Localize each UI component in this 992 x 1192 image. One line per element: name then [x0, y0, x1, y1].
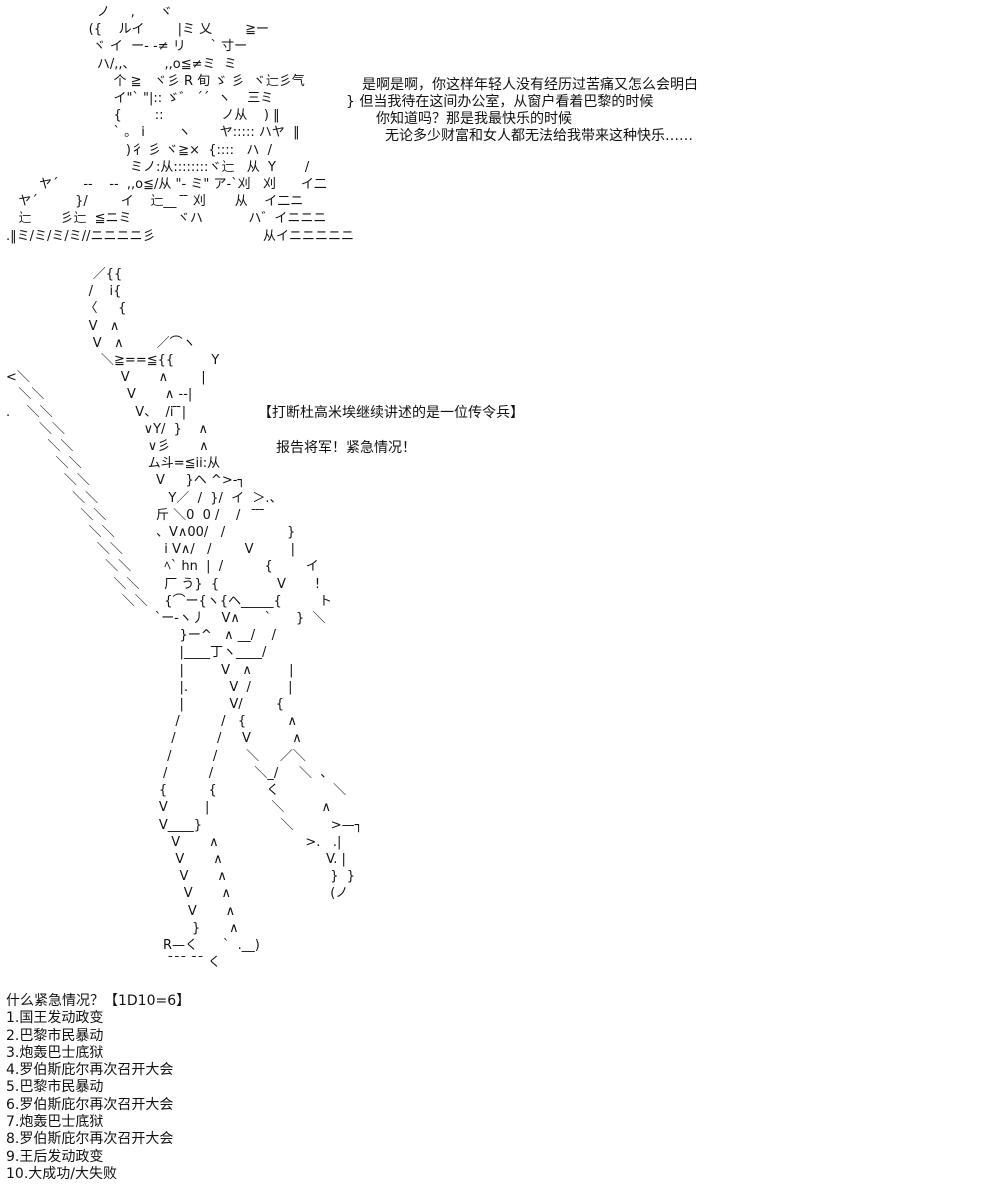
- narration-line: 【打断杜高米埃继续讲述的是一位传令兵】: [258, 405, 524, 421]
- roll-option: 1.国王发动政变: [6, 1010, 104, 1027]
- dialogue-line-1: 是啊是啊，你这样年轻人没有经历过苦痛又怎么会明白: [362, 77, 698, 93]
- roll-option: 2.巴黎市民暴动: [6, 1027, 104, 1044]
- dialogue-line-4: 无论多少财富和女人都无法给我带来这种快乐……: [385, 128, 693, 144]
- dice-roll-block: 什么紧急情况？【1D10=6】 1.国王发动政变 2.巴黎市民暴动 3.炮轰巴士…: [6, 993, 190, 1183]
- roll-option: 10.大成功/大失败: [6, 1165, 117, 1182]
- ascii-art-top-scene: ノ , ヾ ({ ルイ |ミ 乂 ≧ー ヾ イ ー- -≠ リ ` 寸ー ハ/,…: [6, 5, 354, 244]
- dialogue-line-3: 你知道吗？那是我最快乐的时候: [376, 111, 572, 127]
- roll-option: 7.炮轰巴士底狱: [6, 1114, 104, 1131]
- roll-option: 6.罗伯斯庇尔再次召开大会: [6, 1096, 174, 1113]
- roll-question: 什么紧急情况？【1D10=6】: [6, 993, 191, 1009]
- dialogue-line-2: } 但当我待在这间办公室，从窗户看着巴黎的时候: [346, 94, 654, 110]
- roll-option: 9.王后发动政变: [6, 1148, 104, 1165]
- roll-option: 8.罗伯斯庇尔再次召开大会: [6, 1131, 174, 1148]
- messenger-speech: 报告将军！紧急情况！: [276, 440, 416, 456]
- roll-option: 3.炮轰巴士底狱: [6, 1044, 104, 1061]
- ascii-art-messenger-figure: ／{{ / i{ 〈 { V ∧ V ∧ ／⌒ヽ ＼≧==≦{{ Y <＼ V …: [6, 267, 363, 971]
- roll-option: 5.巴黎市民暴动: [6, 1079, 104, 1096]
- roll-option: 4.罗伯斯庇尔再次召开大会: [6, 1062, 174, 1079]
